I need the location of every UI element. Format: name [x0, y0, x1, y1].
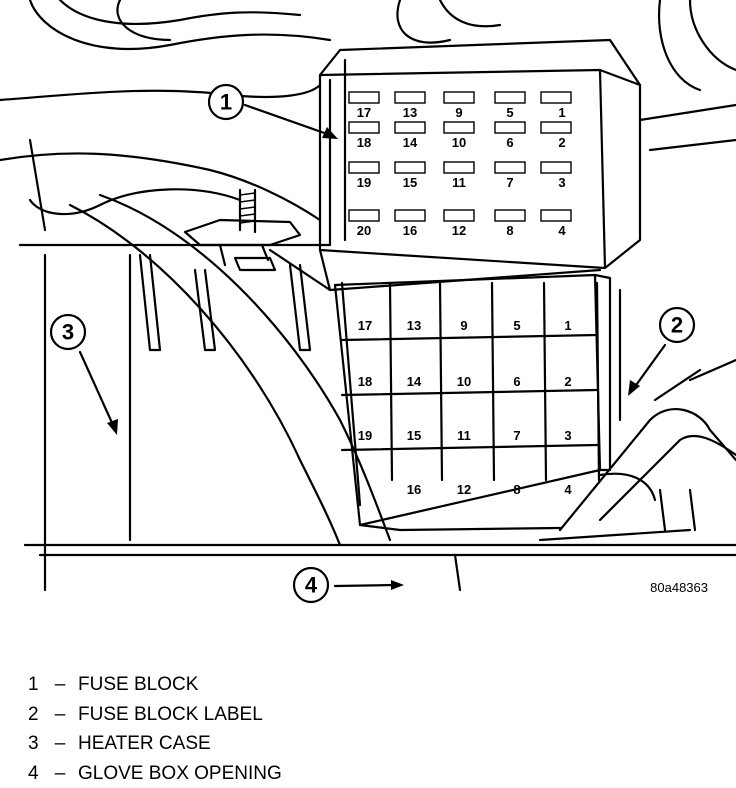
fuse-number: 6	[506, 135, 513, 150]
fuse-slot	[349, 162, 379, 173]
label-fuse-number: 6	[513, 374, 520, 389]
label-grid-line	[440, 283, 442, 480]
legend-item: 3–HEATER CASE	[28, 729, 282, 759]
legend-item: 4–GLOVE BOX OPENING	[28, 759, 282, 788]
label-grid-line	[597, 283, 599, 480]
label-grid-line	[544, 283, 546, 480]
label-fuse-number: 1	[564, 318, 571, 333]
fuse-slot	[349, 92, 379, 103]
legend: 1–FUSE BLOCK 2–FUSE BLOCK LABEL 3–HEATER…	[28, 670, 282, 788]
legend-dash: –	[42, 729, 78, 759]
fuse-number: 20	[357, 223, 371, 238]
fuse-number: 2	[558, 135, 565, 150]
fuse-slot	[541, 122, 571, 133]
fuse-block-slots: 17 13 9 5 1 18 14 10 6 2 19 15 11 7 3 20 16 12 8 4	[349, 92, 571, 238]
label-fuse-number: 15	[407, 428, 421, 443]
legend-item: 2–FUSE BLOCK LABEL	[28, 700, 282, 730]
fuse-number: 11	[452, 175, 466, 190]
label-fuse-number: 14	[407, 374, 422, 389]
heater-case	[20, 195, 390, 590]
label-fuse-number: 10	[457, 374, 471, 389]
svg-text:1: 1	[220, 90, 232, 115]
fuse-slot	[395, 210, 425, 221]
svg-text:4: 4	[305, 573, 318, 598]
fuse-slot	[395, 162, 425, 173]
fuse-slot	[395, 92, 425, 103]
label-fuse-number: 2	[564, 374, 571, 389]
label-grid-line	[342, 335, 597, 340]
fuse-number: 4	[558, 223, 566, 238]
legend-dash: –	[42, 670, 78, 700]
legend-number: 3	[28, 729, 42, 759]
legend-number: 4	[28, 759, 42, 788]
label-fuse-number: 4	[564, 482, 572, 497]
label-fuse-number: 19	[358, 428, 372, 443]
fuse-number: 19	[357, 175, 371, 190]
fuse-slot	[349, 122, 379, 133]
callout-2: 2	[628, 308, 694, 396]
fuse-number: 8	[506, 223, 513, 238]
fuse-slot	[541, 210, 571, 221]
legend-item: 1–FUSE BLOCK	[28, 670, 282, 700]
svg-text:2: 2	[671, 313, 683, 338]
legend-dash: –	[42, 759, 78, 788]
label-fuse-number: 3	[564, 428, 571, 443]
svg-text:3: 3	[62, 320, 74, 345]
legend-text: HEATER CASE	[78, 729, 211, 759]
legend-text: GLOVE BOX OPENING	[78, 759, 282, 788]
fuse-block-label-grid: 17 13 9 5 1 18 14 10 6 2 19 15 11 7 3 16 12 8 4	[342, 283, 599, 505]
fuse-number: 5	[506, 105, 513, 120]
fuse-number: 7	[506, 175, 513, 190]
label-fuse-number: 16	[407, 482, 421, 497]
fuse-number: 17	[357, 105, 371, 120]
fuse-slot	[395, 122, 425, 133]
label-grid-line	[492, 283, 494, 480]
fuse-number: 9	[455, 105, 462, 120]
legend-text: FUSE BLOCK	[78, 670, 198, 700]
label-fuse-number: 13	[407, 318, 421, 333]
fuse-number: 18	[357, 135, 371, 150]
legend-number: 1	[28, 670, 42, 700]
fuse-number: 14	[403, 135, 418, 150]
figure-code: 80a48363	[650, 580, 708, 595]
fuse-slot	[444, 210, 474, 221]
fuse-slot	[444, 122, 474, 133]
label-fuse-number: 9	[460, 318, 467, 333]
fuse-slot	[495, 92, 525, 103]
label-fuse-number: 11	[457, 428, 471, 443]
fuse-slot	[495, 162, 525, 173]
legend-text: FUSE BLOCK LABEL	[78, 700, 263, 730]
glove-box-opening	[25, 290, 736, 590]
fuse-slot	[541, 162, 571, 173]
label-grid-line	[390, 283, 392, 480]
fuse-slot	[495, 122, 525, 133]
label-fuse-number: 17	[358, 318, 372, 333]
label-grid-line	[342, 445, 597, 450]
fuse-slot	[495, 210, 525, 221]
callout-4: 4	[294, 568, 404, 602]
fuse-number: 3	[558, 175, 565, 190]
fuse-number: 15	[403, 175, 417, 190]
fuse-slot	[444, 92, 474, 103]
label-fuse-number: 5	[513, 318, 520, 333]
callout-1: 1	[209, 85, 338, 139]
label-fuse-number: 12	[457, 482, 471, 497]
label-grid-line	[342, 390, 597, 395]
fuse-block	[270, 40, 640, 290]
fuse-slot	[541, 92, 571, 103]
legend-number: 2	[28, 700, 42, 730]
fuse-slot	[444, 162, 474, 173]
label-fuse-number: 18	[358, 374, 372, 389]
label-fuse-number: 7	[513, 428, 520, 443]
label-fuse-number: 8	[513, 482, 520, 497]
fuse-number: 13	[403, 105, 417, 120]
fuse-number: 1	[558, 105, 565, 120]
fuse-number: 12	[452, 223, 466, 238]
fuse-number: 16	[403, 223, 417, 238]
fuse-slot	[349, 210, 379, 221]
legend-dash: –	[42, 700, 78, 730]
callout-3: 3	[51, 315, 118, 435]
fuse-number: 10	[452, 135, 466, 150]
